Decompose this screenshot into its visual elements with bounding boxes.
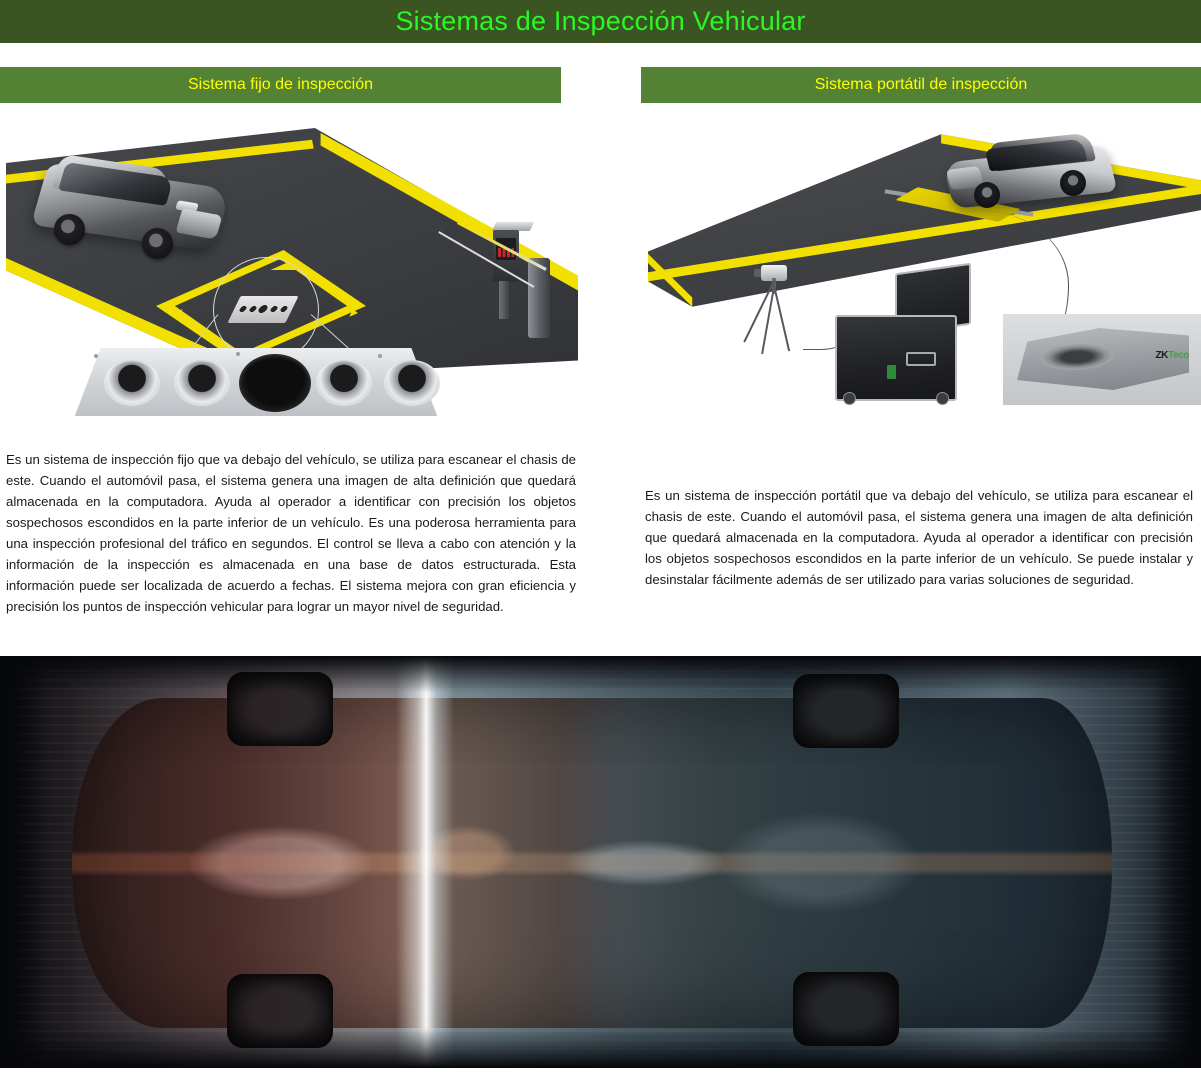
zkteco-logo-suffix: Teco bbox=[1168, 350, 1189, 361]
barrier-gate-post bbox=[528, 258, 550, 338]
fixed-inspection-system-illustration bbox=[6, 118, 578, 416]
portable-scanner-device-inset: ZKTeco bbox=[1003, 314, 1201, 405]
vehicle-suv-portable bbox=[942, 132, 1118, 209]
scanner-lens-4 bbox=[316, 360, 372, 406]
zkteco-logo: ZKTeco bbox=[1155, 350, 1189, 361]
case-handle bbox=[906, 352, 936, 366]
tray-screw bbox=[94, 354, 98, 358]
suv-wheel-rear bbox=[54, 214, 85, 245]
tripod-camera-lens bbox=[754, 269, 764, 277]
tray-screw bbox=[236, 352, 240, 356]
vehicle-underbody-scan-photo bbox=[0, 656, 1201, 1068]
case-caster-wheel bbox=[843, 392, 856, 405]
scanner-data-cable bbox=[948, 210, 1069, 360]
scan-vignette bbox=[0, 656, 1201, 1068]
scanner-lens-center bbox=[239, 354, 311, 412]
section-header-fixed-label: Sistema fijo de inspección bbox=[188, 76, 373, 93]
scanner-lens-2 bbox=[174, 360, 230, 406]
fixed-system-description: Es un sistema de inspección fijo que va … bbox=[6, 452, 576, 615]
kiosk-led-indicators bbox=[498, 248, 514, 257]
tripod-camera-head bbox=[761, 265, 787, 281]
page-title: Sistemas de Inspección Vehicular bbox=[395, 6, 806, 36]
scanner-lens-1 bbox=[104, 360, 160, 406]
suv-wheel-front bbox=[974, 182, 1000, 208]
inground-scanner-lenses bbox=[235, 303, 291, 315]
page-title-bar: Sistemas de Inspección Vehicular bbox=[0, 0, 1201, 43]
case-power-button bbox=[887, 365, 896, 379]
tripod-data-cable bbox=[803, 325, 849, 350]
tray-screw bbox=[378, 354, 382, 358]
suv-wheel-rear bbox=[1060, 170, 1086, 196]
section-header-portable-label: Sistema portátil de inspección bbox=[814, 76, 1028, 93]
suv-wheel-front bbox=[142, 228, 173, 259]
section-header-fixed: Sistema fijo de inspección bbox=[0, 67, 561, 103]
zkteco-logo-prefix: ZK bbox=[1155, 350, 1168, 361]
kiosk-pole bbox=[499, 281, 509, 319]
ruggedized-transport-case bbox=[835, 315, 957, 401]
vehicle-suv-fixed bbox=[30, 153, 232, 259]
portable-system-description: Es un sistema de inspección portátil que… bbox=[645, 488, 1193, 588]
portable-inspection-system-illustration: ZKTeco bbox=[648, 120, 1201, 405]
scanner-lens-5 bbox=[384, 360, 440, 406]
case-caster-wheel bbox=[936, 392, 949, 405]
tripod-leg bbox=[772, 280, 791, 352]
section-header-portable: Sistema portátil de inspección bbox=[641, 67, 1201, 103]
